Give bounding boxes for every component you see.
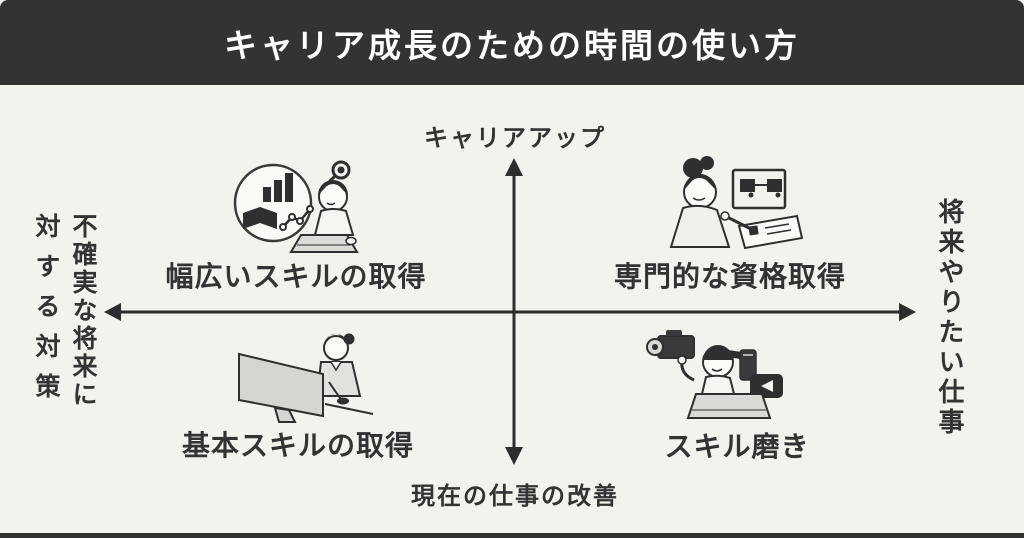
axis-label-future-work: 将来やりたい仕事 <box>934 198 964 438</box>
quadrant-label-skill-polish: スキル磨き <box>664 430 810 463</box>
axis-label-left-line1: 不確実な将来に <box>69 213 98 409</box>
up-arrowhead-icon <box>505 158 523 176</box>
axis-label-career-up: キャリアアップ <box>424 124 606 152</box>
desktop-work-illustration <box>238 333 374 423</box>
axis-label-uncertain-future: 不確実な将来に 対する対策 <box>28 213 102 413</box>
down-arrowhead-icon <box>505 447 523 465</box>
quadrant-label-broad-skills: 幅広いスキルの取得 <box>165 260 427 293</box>
certificate-illustration <box>669 156 804 250</box>
quadrant-label-basic-skills: 基本スキルの取得 <box>181 429 415 462</box>
quadrant-label-certification: 専門的な資格取得 <box>613 260 847 293</box>
axis-label-current-work: 現在の仕事の改善 <box>411 482 619 510</box>
left-arrowhead-icon <box>104 303 121 321</box>
bottom-border-bar <box>0 533 1024 538</box>
page-title: キャリア成長のための時間の使い方 <box>224 25 800 65</box>
video-skills-illustration <box>646 330 783 419</box>
axis-label-left-line2: 対する対策 <box>32 213 61 413</box>
header-bar: キャリア成長のための時間の使い方 <box>0 0 1024 85</box>
right-arrowhead-icon <box>899 303 916 321</box>
broad-skills-illustration <box>233 160 359 253</box>
